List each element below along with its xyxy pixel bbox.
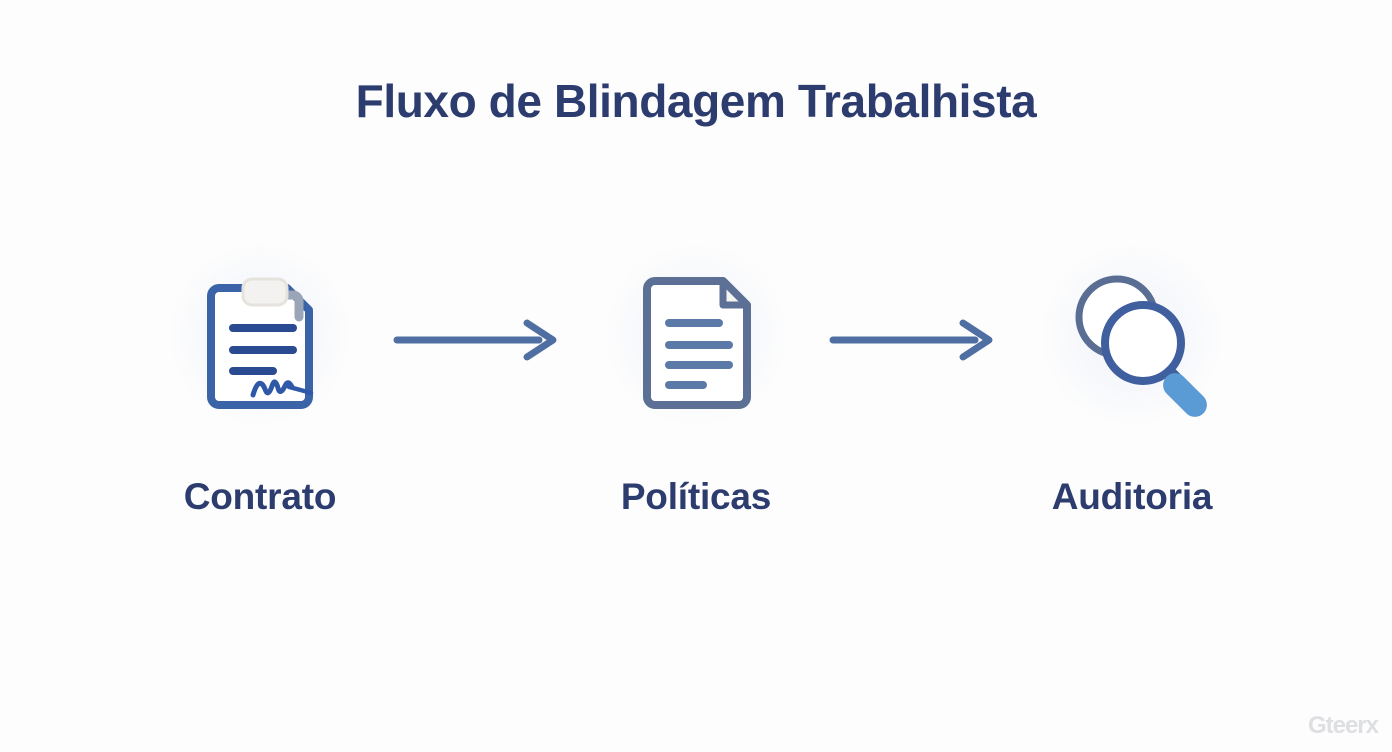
process-flow: Contrato bbox=[0, 240, 1392, 518]
arrow-right-icon bbox=[829, 319, 993, 361]
flow-step-contrato[interactable]: Contrato bbox=[140, 240, 380, 518]
flow-step-label: Auditoria bbox=[1051, 476, 1213, 517]
document-folded-corner-icon bbox=[596, 240, 796, 440]
flow-step-politicas[interactable]: Políticas bbox=[576, 240, 816, 518]
flow-connector-2 bbox=[816, 240, 1012, 440]
arrow-right-icon bbox=[393, 319, 557, 361]
flow-step-auditoria[interactable]: Auditoria bbox=[1012, 240, 1252, 518]
page-title: Fluxo de Blindagem Trabalhista bbox=[355, 75, 1037, 127]
watermark-logo: Gteerx bbox=[1307, 712, 1379, 739]
flow-step-label: Políticas bbox=[620, 476, 772, 517]
flow-connector-1 bbox=[380, 240, 576, 440]
contract-clipboard-signature-icon bbox=[160, 240, 360, 440]
magnifying-glass-audit-icon bbox=[1032, 240, 1232, 440]
flow-step-label: Contrato bbox=[183, 476, 337, 517]
